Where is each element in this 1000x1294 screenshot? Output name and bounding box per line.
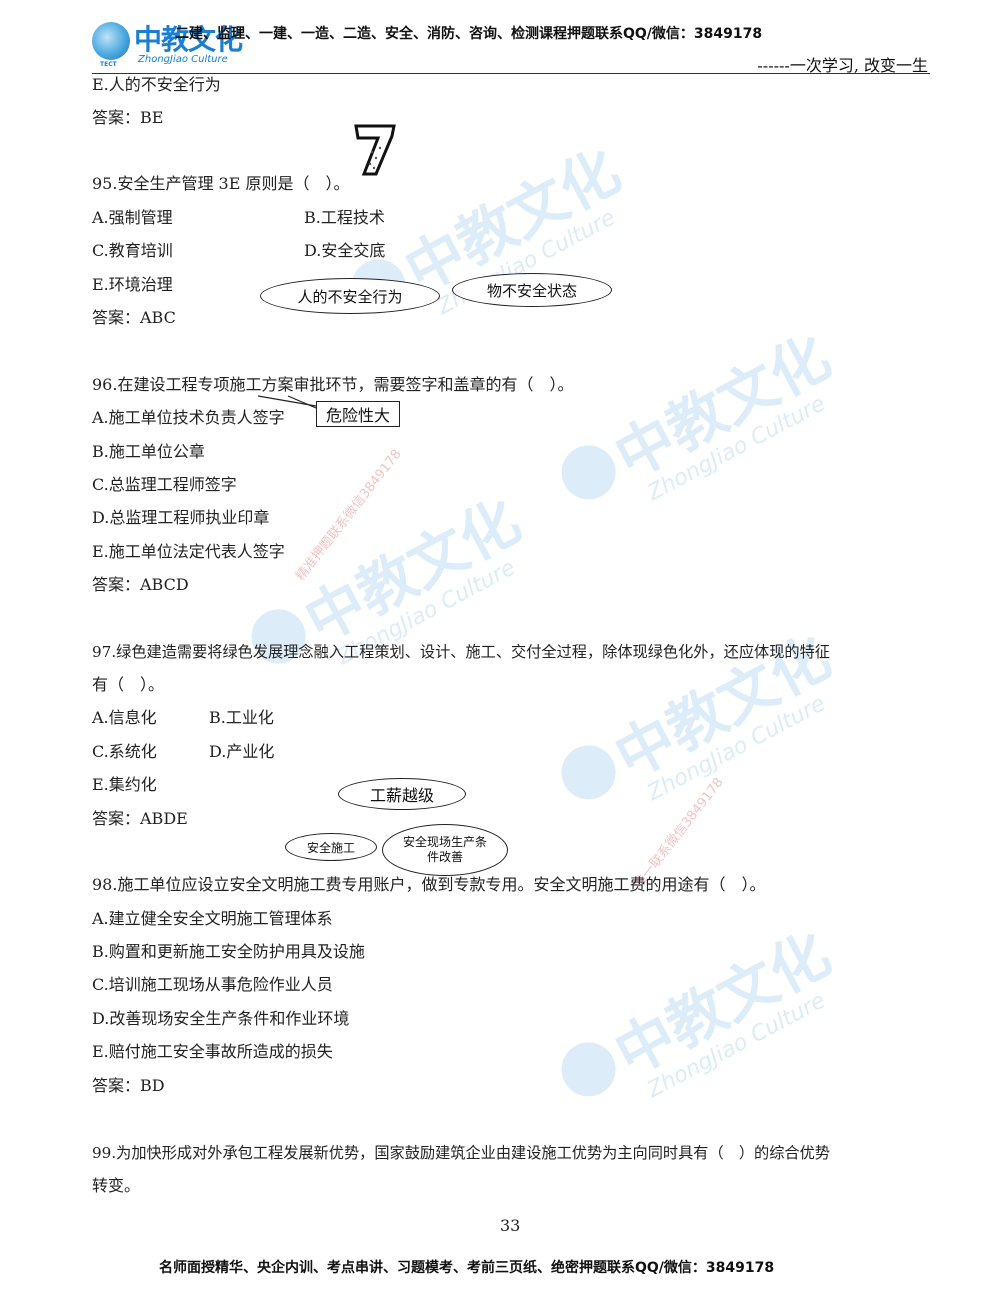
q99-stem-line2: 转变。 <box>92 1176 141 1195</box>
watermark-logo: 中教文化 ZhongJiao Culture <box>545 908 851 1136</box>
note-oval-wage: 工薪越级 <box>338 778 466 810</box>
watermark-contact: 精准押题联系微信3849178 <box>293 446 405 584</box>
q96-stem: 96.在建设工程专项施工方案审批环节，需要签字和盖章的有（ ）。 <box>92 375 574 394</box>
logo-text: 中教文化 <box>134 23 243 56</box>
logo-globe-icon <box>92 22 130 60</box>
q95-option-a: A.强制管理 <box>92 208 173 227</box>
q95-option-e: E.环境治理 <box>92 275 173 294</box>
callout-pointer <box>258 395 317 409</box>
q97-answer: 答案：ABDE <box>92 809 188 828</box>
q98-option-c: C.培训施工现场从事危险作业人员 <box>92 975 333 994</box>
q97-option-b: B.工业化 <box>209 708 274 727</box>
header-motto: ------一次学习, 改变一生 <box>757 56 928 75</box>
q97-option-d: D.产业化 <box>209 742 275 761</box>
q98-option-b: B.购置和更新施工安全防护用具及设施 <box>92 942 365 961</box>
header-divider <box>92 73 930 74</box>
q96-option-a: A.施工单位技术负责人签字 <box>92 408 285 427</box>
q95-answer: 答案：ABC <box>92 308 176 327</box>
watermark-circle-icon <box>552 735 626 809</box>
q97-option-e: E.集约化 <box>92 775 157 794</box>
note-oval-safe-construction: 安全施工 <box>285 833 377 861</box>
watermark-logo: 中教文化 ZhongJiao Culture <box>545 311 851 539</box>
footer-promo: 名师面授精华、央企内训、考点串讲、习题模考、考前三页纸、绝密押题联系QQ/微信：… <box>159 1260 775 1276</box>
note-oval-unsafe-behavior: 人的不安全行为 <box>260 278 440 314</box>
header-courses: 二建、监理、一建、一造、二造、安全、消防、咨询、检测课程押题联系QQ/微信：38… <box>175 26 763 42</box>
note-box-danger: 危险性大 <box>316 401 400 427</box>
note-oval-site-improve: 安全现场生产条件改善 <box>382 824 508 876</box>
q95-stem: 95.安全生产管理 3E 原则是（ ）。 <box>92 174 350 193</box>
page-number: 33 <box>500 1216 521 1235</box>
q98-option-d: D.改善现场安全生产条件和作业环境 <box>92 1009 350 1028</box>
q96-option-e: E.施工单位法定代表人签字 <box>92 542 285 561</box>
q97-option-a: A.信息化 <box>92 708 157 727</box>
q97-option-c: C.系统化 <box>92 742 157 761</box>
q96-option-b: B.施工单位公章 <box>92 442 205 461</box>
q98-option-a: A.建立健全安全文明施工管理体系 <box>92 909 333 928</box>
q97-stem-line1: 97.绿色建造需要将绿色发展理念融入工程策划、设计、施工、交付全过程，除体现绿色… <box>92 643 830 661</box>
q96-answer: 答案：ABCD <box>92 575 189 594</box>
q99-stem-line1: 99.为加快形成对外承包工程发展新优势，国家鼓励建筑企业由建设施工优势为主向同时… <box>92 1144 830 1162</box>
watermark-circle-icon <box>552 1032 626 1106</box>
q96-option-d: D.总监理工程师执业印章 <box>92 508 270 527</box>
q95-option-d: D.安全交底 <box>304 241 386 260</box>
q98-stem: 98.施工单位应设立安全文明施工费专用账户，做到专款专用。安全文明施工费的用途有… <box>92 875 766 894</box>
q98-answer: 答案：BD <box>92 1076 165 1095</box>
prev-answer: 答案：BE <box>92 108 164 127</box>
watermark-contact: 唯一联系微信3849178 <box>631 775 727 892</box>
note-oval-unsafe-state: 物不安全状态 <box>452 273 612 307</box>
watermark-circle-icon <box>552 435 626 509</box>
q98-option-e: E.赔付施工安全事故所造成的损失 <box>92 1042 333 1061</box>
q95-option-b: B.工程技术 <box>304 208 385 227</box>
watermark-logo: 中教文化 ZhongJiao Culture <box>235 475 541 703</box>
q95-option-c: C.教育培训 <box>92 241 173 260</box>
prev-option-e: E.人的不安全行为 <box>92 75 221 94</box>
q96-option-c: C.总监理工程师签字 <box>92 475 237 494</box>
number-seven-icon: 7 <box>354 124 396 176</box>
logo-subtitle: ZhongJiao Culture <box>138 54 228 65</box>
q97-stem-line2: 有（ ）。 <box>92 675 165 694</box>
logo-tect: TECT <box>100 61 117 68</box>
